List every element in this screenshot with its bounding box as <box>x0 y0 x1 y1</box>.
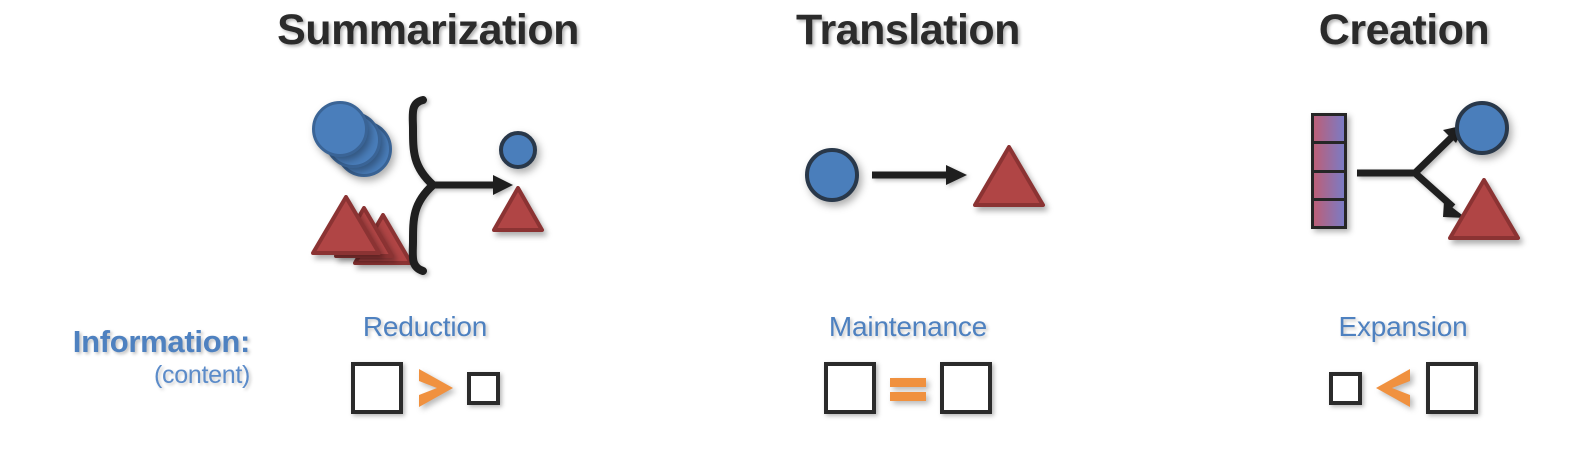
stack-cell <box>1314 200 1344 226</box>
output-triangle <box>491 185 545 238</box>
stack-cell <box>1314 144 1344 173</box>
column-title-creation: Creation <box>1318 6 1490 54</box>
comparison-square-right <box>1425 362 1478 414</box>
comparison-reduction <box>260 358 590 418</box>
sub-label-maintenance: Maintenance <box>828 311 988 342</box>
creation-output-circle <box>1455 101 1509 155</box>
comparison-maintenance <box>740 358 1076 418</box>
comparison-expansion <box>1235 358 1571 418</box>
comparison-square-left <box>824 362 876 414</box>
sub-label-reduction: Reduction <box>362 311 488 342</box>
output-circle <box>499 131 537 169</box>
comparison-square-left <box>1328 371 1362 405</box>
input-triangle-1 <box>310 194 382 261</box>
creation-input-stack <box>1311 113 1347 229</box>
brace-arrow-connector <box>405 95 520 285</box>
comparison-square-right <box>466 371 500 405</box>
column-title-summarization: Summarization <box>277 6 579 54</box>
information-label-title: Information: <box>72 324 251 359</box>
less-than-icon <box>1372 365 1416 411</box>
equals-icon <box>886 365 930 411</box>
translation-arrow <box>872 160 972 195</box>
input-circle-1 <box>312 101 368 157</box>
column-title-translation: Translation <box>796 6 1020 54</box>
comparison-square-left <box>350 362 403 414</box>
translation-output-triangle <box>972 144 1046 213</box>
translation-input-circle <box>805 148 859 202</box>
comparison-square-right <box>940 362 992 414</box>
information-label-subtitle: (content) <box>154 361 250 389</box>
sub-label-expansion: Expansion <box>1338 311 1468 342</box>
stack-cell <box>1314 116 1344 145</box>
greater-than-icon <box>413 365 457 411</box>
stack-cell <box>1314 172 1344 201</box>
information-row-label: Information: (content) <box>0 324 251 390</box>
creation-output-triangle <box>1447 177 1521 246</box>
